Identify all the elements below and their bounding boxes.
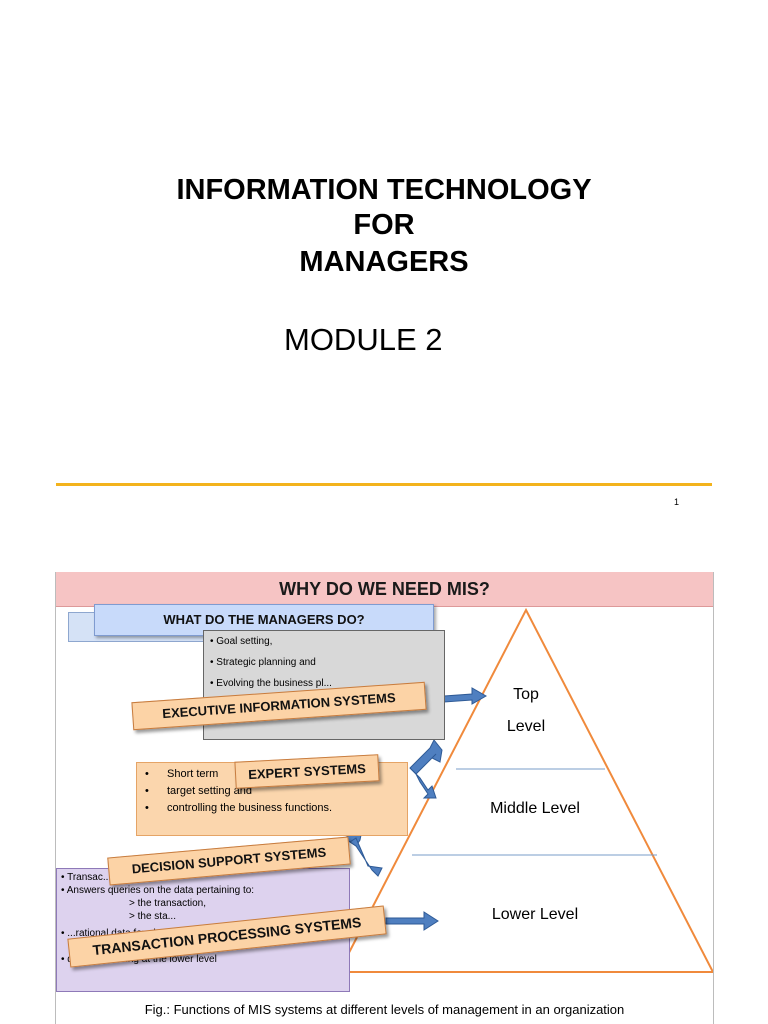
mis-slide: WHY DO WE NEED MIS? Top Level Middle Lev… (55, 572, 714, 1024)
divider-line (56, 483, 712, 486)
slide-banner: WHY DO WE NEED MIS? (56, 572, 713, 607)
lower-function-item: > the sta... (129, 911, 176, 922)
pyramid-lower-label: Lower Level (491, 906, 579, 923)
pyramid-top-line2: Level (506, 718, 546, 735)
bullet: • (145, 785, 149, 797)
top-function-item: • Strategic planning and (210, 657, 316, 668)
lower-function-item: • Transac... (61, 872, 112, 883)
es-double-arrow (409, 739, 443, 799)
top-function-item: • Evolving the business pl... (210, 678, 332, 689)
pyramid-diagram (337, 607, 713, 973)
title-line-2: FOR (353, 209, 415, 241)
middle-function-item: target setting and (167, 785, 253, 797)
bullet: • (145, 802, 149, 814)
title-slide: INFORMATION TECHNOLOGY FOR MANAGERS MODU… (56, 174, 712, 507)
middle-function-item: controlling the business functions. (167, 802, 333, 814)
lower-function-item: • Answers queries on the data pertaining… (61, 885, 255, 896)
lower-function-item: > the transaction, (129, 898, 206, 909)
title-line-3: MANAGERS (299, 246, 469, 278)
figure-caption: Fig.: Functions of MIS systems at differ… (144, 1002, 625, 1017)
module-label: MODULE 2 (284, 322, 443, 357)
bullet: • (145, 768, 149, 780)
tps-arrow (385, 911, 439, 931)
top-function-item: • Goal setting, (210, 636, 273, 647)
title-line-1: INFORMATION TECHNOLOGY (176, 174, 592, 206)
banner-title: WHY DO WE NEED MIS? (279, 579, 490, 599)
pyramid-middle-label: Middle Level (490, 800, 580, 817)
pyramid-top-line1: Top (513, 686, 539, 703)
page-number: 1 (674, 497, 680, 507)
managers-heading: WHAT DO THE MANAGERS DO? (163, 612, 365, 627)
middle-function-item: Short term (167, 768, 219, 780)
